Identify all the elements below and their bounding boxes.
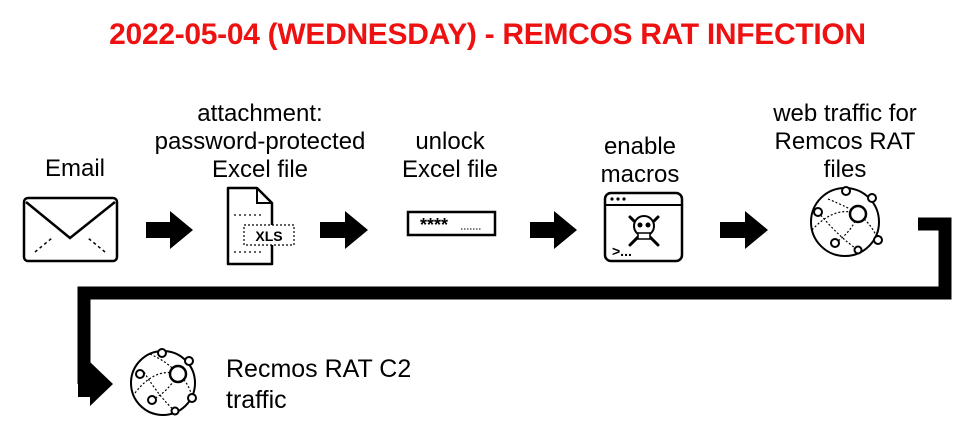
- connector-path: [77, 217, 952, 384]
- password-mask-text: ****: [420, 215, 448, 235]
- arrow-right-icon: [720, 211, 768, 249]
- network-globe-icon: [130, 348, 197, 416]
- password-field-icon: ****: [406, 210, 497, 237]
- final-label-c2-traffic: Recmos RAT C2 traffic: [226, 355, 412, 414]
- prompt-text: >...: [612, 243, 632, 259]
- step-label-email: Email: [44, 155, 105, 182]
- arrow-right-icon: [530, 211, 577, 249]
- arrow-right-icon: [146, 211, 193, 249]
- macro-skull-window-icon: >...: [603, 191, 684, 263]
- step-label-attachment: attachment: password-protected Excel fil…: [154, 100, 366, 183]
- xls-file-icon: XLS: [226, 186, 295, 266]
- step-label-enable-macros: enable macros: [600, 133, 680, 188]
- page-title: 2022-05-04 (WEDNESDAY) - REMCOS RAT INFE…: [109, 18, 866, 51]
- arrow-right-icon: [78, 362, 113, 406]
- xls-text: XLS: [255, 228, 282, 244]
- network-globe-icon: [810, 186, 883, 257]
- step-label-unlock: unlock Excel file: [401, 128, 499, 183]
- envelope-icon: [22, 196, 119, 263]
- step-label-web-traffic: web traffic for Remcos RAT files: [773, 100, 917, 183]
- arrow-right-icon: [320, 211, 368, 249]
